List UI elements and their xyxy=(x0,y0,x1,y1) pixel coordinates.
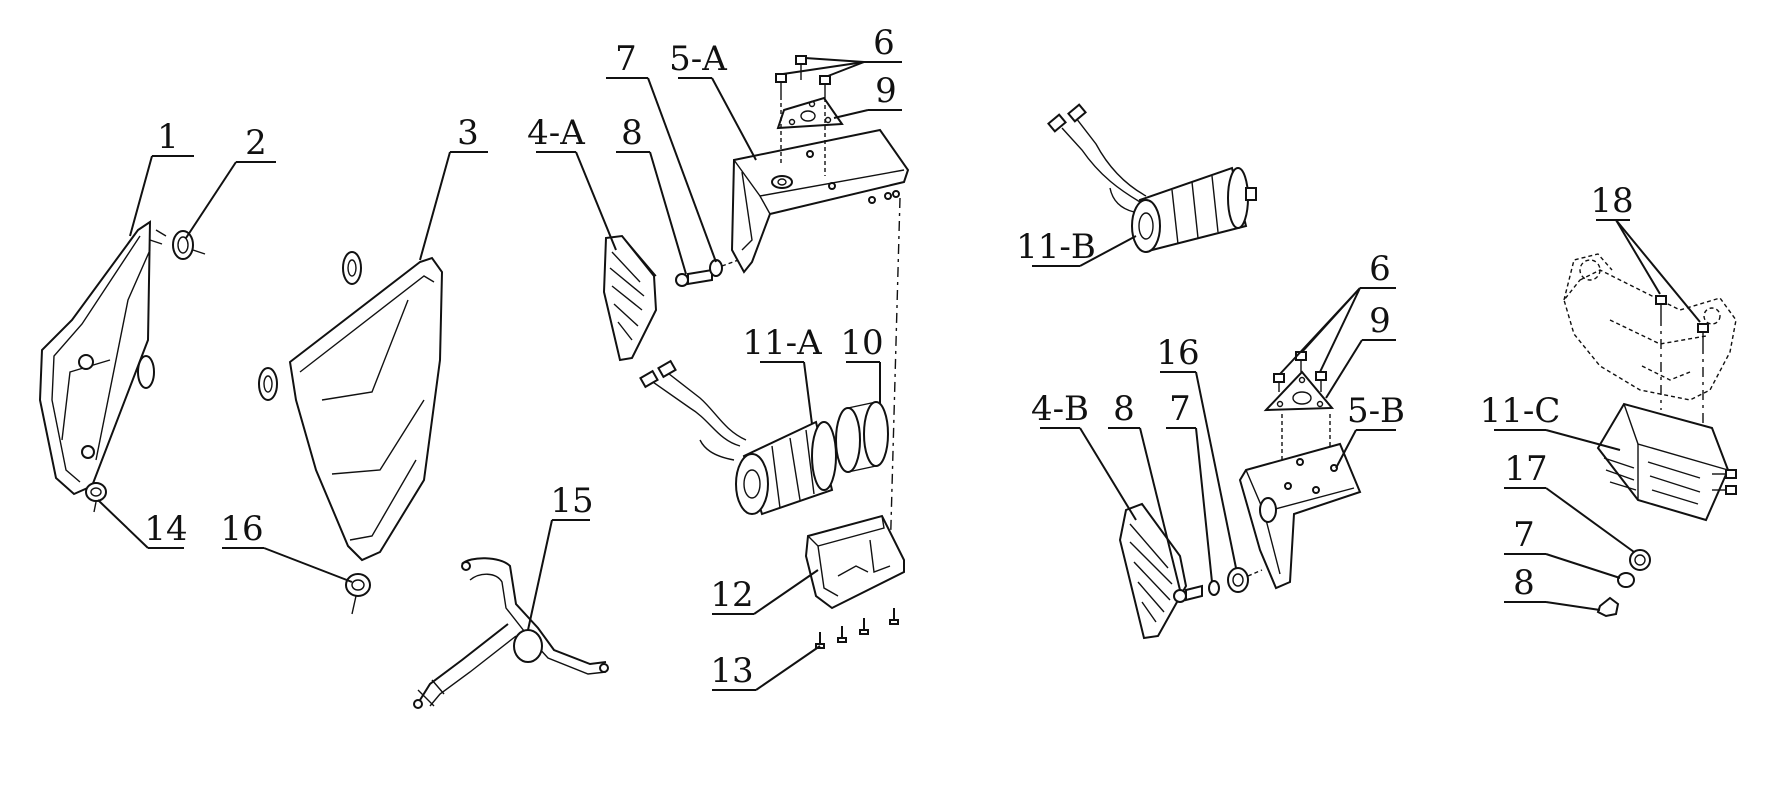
callout-9a: 9 xyxy=(875,71,897,111)
part-14-grommet xyxy=(85,482,107,513)
callout-7b: 7 xyxy=(1169,389,1191,429)
callout-16a: 16 xyxy=(220,509,263,549)
callout-13: 13 xyxy=(710,651,753,691)
part-16-grommet xyxy=(345,573,371,615)
callout-10: 10 xyxy=(840,323,883,363)
part-7b-washer xyxy=(1208,580,1220,596)
part-11c-unit xyxy=(1596,402,1737,522)
part-13-screws xyxy=(815,608,899,649)
callout-6a: 6 xyxy=(873,23,895,63)
part-9b-plate xyxy=(1263,370,1335,412)
part-9a-plate xyxy=(776,96,844,130)
callout-4b: 4-B xyxy=(1031,389,1089,429)
callout-labels: 1 2 3 4-A 8 7 5-A 6 9 11-A 10 12 13 14 1… xyxy=(144,23,1633,691)
callout-6b: 6 xyxy=(1369,249,1391,289)
callout-9b: 9 xyxy=(1369,301,1391,341)
part-7c-washer xyxy=(1617,572,1635,588)
callout-14: 14 xyxy=(144,509,187,549)
part-6a-bolts xyxy=(775,55,831,176)
part-8c-screw xyxy=(1596,596,1620,618)
callout-11c: 11-C xyxy=(1480,391,1561,431)
callout-11a: 11-A xyxy=(742,323,822,363)
callout-8c: 8 xyxy=(1513,563,1535,603)
part-2-grommet xyxy=(172,230,206,260)
part-12-cover xyxy=(804,514,905,610)
callout-8b: 8 xyxy=(1113,389,1135,429)
part-8a-screw xyxy=(675,268,713,287)
part-15-hose xyxy=(413,557,609,709)
callout-11b: 11-B xyxy=(1016,227,1096,267)
callout-1: 1 xyxy=(157,117,179,157)
part-16b-grommet xyxy=(1227,567,1263,593)
part-11a-unit xyxy=(639,359,837,516)
part-3-side-cover xyxy=(258,251,444,562)
callout-17: 17 xyxy=(1504,449,1547,489)
part-5b-bracket xyxy=(1238,442,1362,590)
part-4b-pad xyxy=(1118,502,1188,640)
callout-3: 3 xyxy=(457,113,479,153)
callout-7c: 7 xyxy=(1513,515,1535,555)
part-11b-unit xyxy=(1047,103,1257,253)
part-5a-bracket xyxy=(730,128,910,274)
callout-7a: 7 xyxy=(615,39,637,79)
callout-12: 12 xyxy=(710,575,753,615)
callout-2: 2 xyxy=(245,123,267,163)
callout-5a: 5-A xyxy=(669,39,727,79)
part-10-band xyxy=(835,401,889,473)
leader-lines xyxy=(97,57,1701,691)
callout-16b: 16 xyxy=(1156,333,1199,373)
part-18-frame-and-bolts xyxy=(1563,253,1737,430)
part-17-grommet xyxy=(1629,549,1651,571)
callout-5b: 5-B xyxy=(1347,391,1405,431)
part-4a-pad xyxy=(602,234,658,362)
callout-8a: 8 xyxy=(621,113,643,153)
callout-18: 18 xyxy=(1590,181,1633,221)
part-8b-screw xyxy=(1173,584,1203,603)
callout-15: 15 xyxy=(550,481,593,521)
callout-4a: 4-A xyxy=(527,113,585,153)
part-1-side-cover xyxy=(38,220,167,496)
assembly-centerline-a xyxy=(889,197,901,561)
